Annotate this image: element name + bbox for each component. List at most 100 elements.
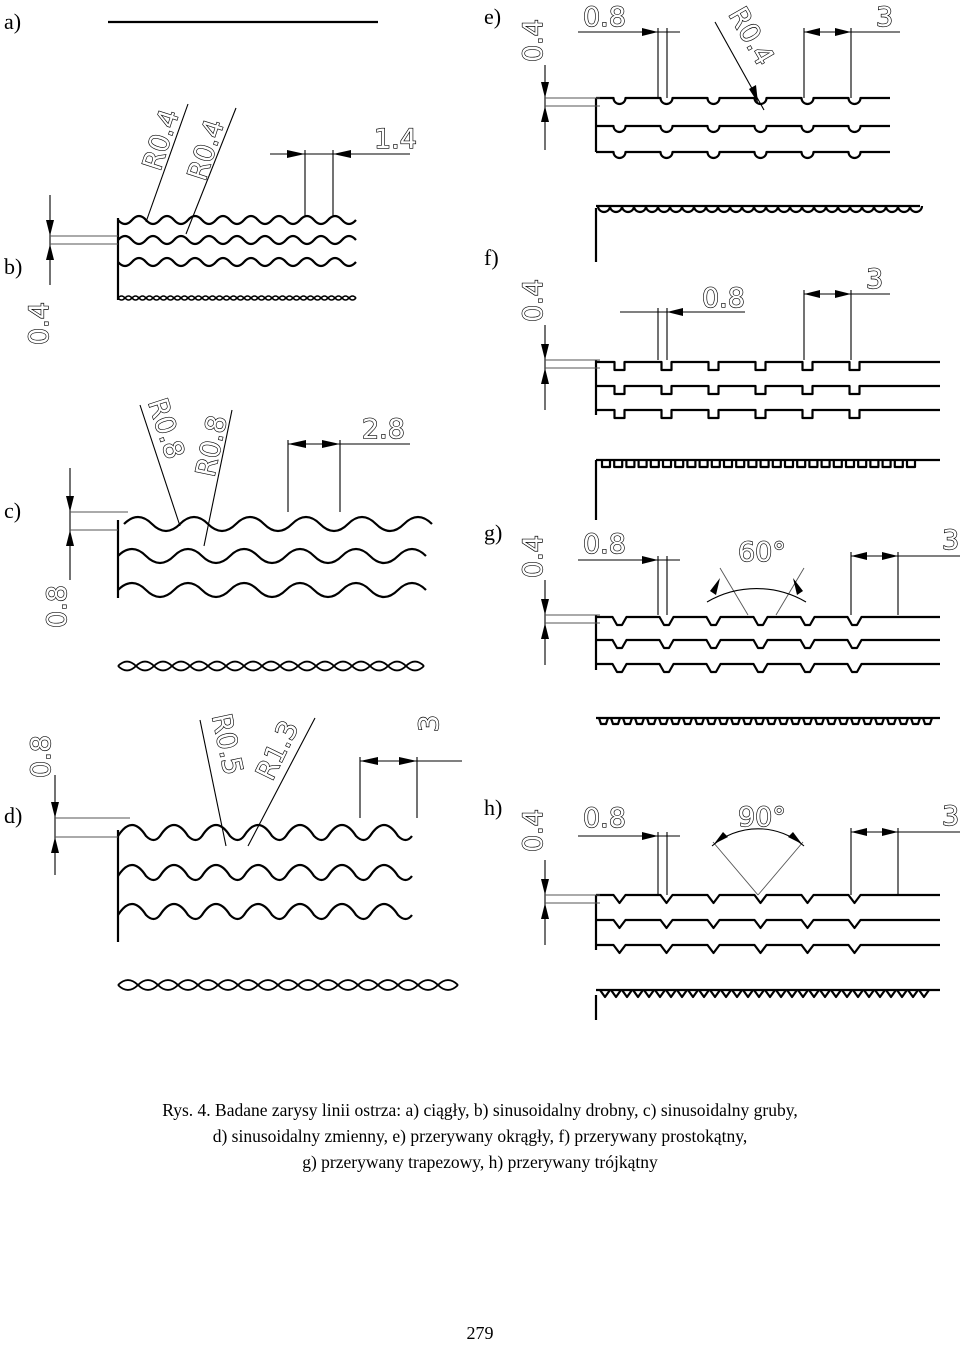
dim-c-pitch-arrow-right <box>322 440 340 448</box>
profile-e-row-2 <box>596 124 890 134</box>
profile-c-row-1 <box>123 515 433 533</box>
profile-h-row-1 <box>596 893 940 905</box>
profile-d-row-3 <box>117 902 413 921</box>
dim-d-pitch: 3 <box>414 715 445 732</box>
dim-h-angle-arrow-right <box>788 832 802 844</box>
dim-h-angle-leg-2 <box>757 841 804 896</box>
profile-d-row-4b <box>117 979 459 991</box>
dim-h-pitch-arrow-right <box>882 828 898 836</box>
profile-b-row-2 <box>117 234 357 246</box>
dim-f-width: 0.8 <box>702 283 745 314</box>
dim-h-width-arrow <box>642 832 658 840</box>
panel-b: 0.4 1.4 R0.4 R0.4 <box>23 103 418 346</box>
figure-caption: Rys. 4. Badane zarysy linii ostrza: a) c… <box>60 1097 900 1175</box>
caption-line-3: g) przerywany trapezowy, h) przerywany t… <box>302 1152 658 1172</box>
dim-d-height-arrow-bottom <box>51 837 59 853</box>
profile-g-row-1 <box>596 615 940 627</box>
dim-c-radius-2: R0.8 <box>191 413 234 480</box>
dim-d-height-arrow-top <box>51 802 59 818</box>
dim-f-height-arrow-top <box>541 344 549 360</box>
dim-b-radius-1-leader <box>145 103 189 223</box>
dim-g-angle-arrow-right <box>793 578 803 595</box>
profile-c-row-4b <box>117 660 425 672</box>
dim-b-height-arrow-top <box>46 220 54 236</box>
dim-g-height-arrow-bottom <box>541 623 549 639</box>
panel-label-a: a) <box>4 9 21 34</box>
profile-b-row-3 <box>117 256 357 268</box>
dim-e-height-arrow-top <box>541 82 549 98</box>
dim-g-pitch: 3 <box>942 525 959 556</box>
panel-f: 0.4 0.8 3 <box>517 263 940 520</box>
dim-e-height-arrow-bottom <box>541 106 549 122</box>
dim-d-pitch-arrow-left <box>360 757 378 765</box>
dim-g-width-arrow <box>642 556 658 564</box>
dim-f-pitch-arrow-left <box>804 290 820 298</box>
dim-g-height-arrow-top <box>541 599 549 615</box>
dim-d-pitch-arrow-right <box>399 757 417 765</box>
dim-e-pitch-arrow-left <box>804 28 820 36</box>
dim-c-height: 0.8 <box>42 585 73 628</box>
dim-e-height: 0.4 <box>518 19 549 62</box>
profile-b-row-4b <box>117 295 357 301</box>
dim-b-height-arrow-bottom <box>46 244 54 260</box>
profile-g-row-4 <box>596 716 940 726</box>
dim-c-radius-1-leader <box>139 404 181 527</box>
profile-c-row-3 <box>117 581 427 599</box>
profile-f-row-1 <box>596 360 940 372</box>
profile-d-row-1 <box>117 823 413 842</box>
dim-b-radius-2: R0.4 <box>182 116 231 184</box>
profile-h-row-2 <box>596 918 940 930</box>
dim-e-pitch: 3 <box>876 2 893 33</box>
profile-g-row-3 <box>596 662 940 674</box>
panel-label-f: f) <box>484 245 499 270</box>
dim-h-height: 0.4 <box>518 809 549 852</box>
profile-c-row-2 <box>117 547 427 565</box>
panel-d: 0.8 3 R0.5 R1.3 <box>25 710 462 991</box>
caption-line-2: d) sinusoidalny zmienny, e) przerywany o… <box>212 1126 748 1146</box>
panel-h: 0.4 0.8 3 90° <box>517 800 960 1020</box>
dim-b-pitch-arrow-right <box>333 150 351 158</box>
panel-label-h: h) <box>484 795 502 820</box>
dim-h-angle-leg-1 <box>712 841 759 896</box>
dim-e-width-arrow <box>642 28 658 36</box>
dim-f-width-arrow <box>667 308 683 316</box>
dim-e-width: 0.8 <box>583 2 626 33</box>
dim-c-height-arrow-bottom <box>66 530 74 546</box>
dim-g-angle-arrow-left <box>710 578 720 595</box>
dim-g-width: 0.8 <box>583 529 626 560</box>
panel-label-e: e) <box>484 4 501 29</box>
panel-label-g: g) <box>484 520 502 545</box>
panel-g: 0.4 0.8 3 60° <box>517 524 960 726</box>
dim-h-angle: 90° <box>738 802 786 833</box>
dim-c-height-arrow-top <box>66 496 74 512</box>
profile-h-row-4 <box>594 988 940 1020</box>
dim-c-radius-2-leader <box>203 409 233 547</box>
dim-h-width: 0.8 <box>583 803 626 834</box>
page-number: 279 <box>466 1323 494 1343</box>
panel-label-d: d) <box>4 803 22 828</box>
dim-b-pitch: 1.4 <box>374 124 417 155</box>
profile-e-row-4 <box>596 204 924 214</box>
dim-g-height: 0.4 <box>518 535 549 578</box>
dim-c-pitch-arrow-left <box>288 440 306 448</box>
dim-e-pitch-arrow-right <box>835 28 851 36</box>
dim-g-pitch-arrow-right <box>882 552 898 560</box>
profile-e-row-1 <box>596 96 890 106</box>
dim-h-pitch-arrow-left <box>851 828 867 836</box>
dim-h-angle-arrow-left <box>714 832 728 844</box>
dim-e-radius-arrow <box>749 85 758 103</box>
dim-b-height: 0.4 <box>24 302 55 345</box>
dim-d-radius-2: R1.3 <box>250 716 305 785</box>
dim-h-height-arrow-top <box>541 879 549 895</box>
dim-d-height: 0.8 <box>26 735 57 778</box>
caption-line-1: Rys. 4. Badane zarysy linii ostrza: a) c… <box>162 1100 798 1120</box>
dim-f-pitch-arrow-right <box>835 290 851 298</box>
dim-g-angle-leg-2 <box>775 567 805 616</box>
dim-f-height: 0.4 <box>518 279 549 322</box>
panel-label-c: c) <box>4 498 21 523</box>
dim-b-radius-1: R0.4 <box>137 106 186 174</box>
dim-h-pitch: 3 <box>942 801 959 832</box>
profile-b-row-1 <box>117 214 357 226</box>
profile-d-row-4a <box>117 979 459 991</box>
